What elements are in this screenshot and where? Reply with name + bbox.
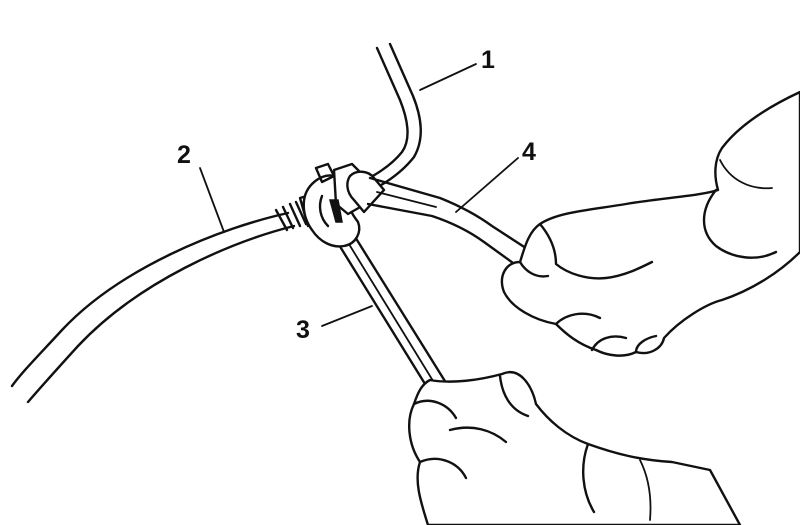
- flare-nut-wrench-4: [346, 170, 552, 270]
- left-hand: [408, 371, 742, 525]
- right-hand: [500, 90, 800, 357]
- callout-2: 2: [177, 141, 191, 169]
- callout-4: 4: [522, 138, 536, 166]
- callout-1: 1: [481, 46, 495, 74]
- callout-leaders: [199, 63, 519, 327]
- flexible-hose-2: [10, 190, 332, 404]
- callout-3: 3: [296, 316, 310, 344]
- wrench-3: [302, 174, 450, 394]
